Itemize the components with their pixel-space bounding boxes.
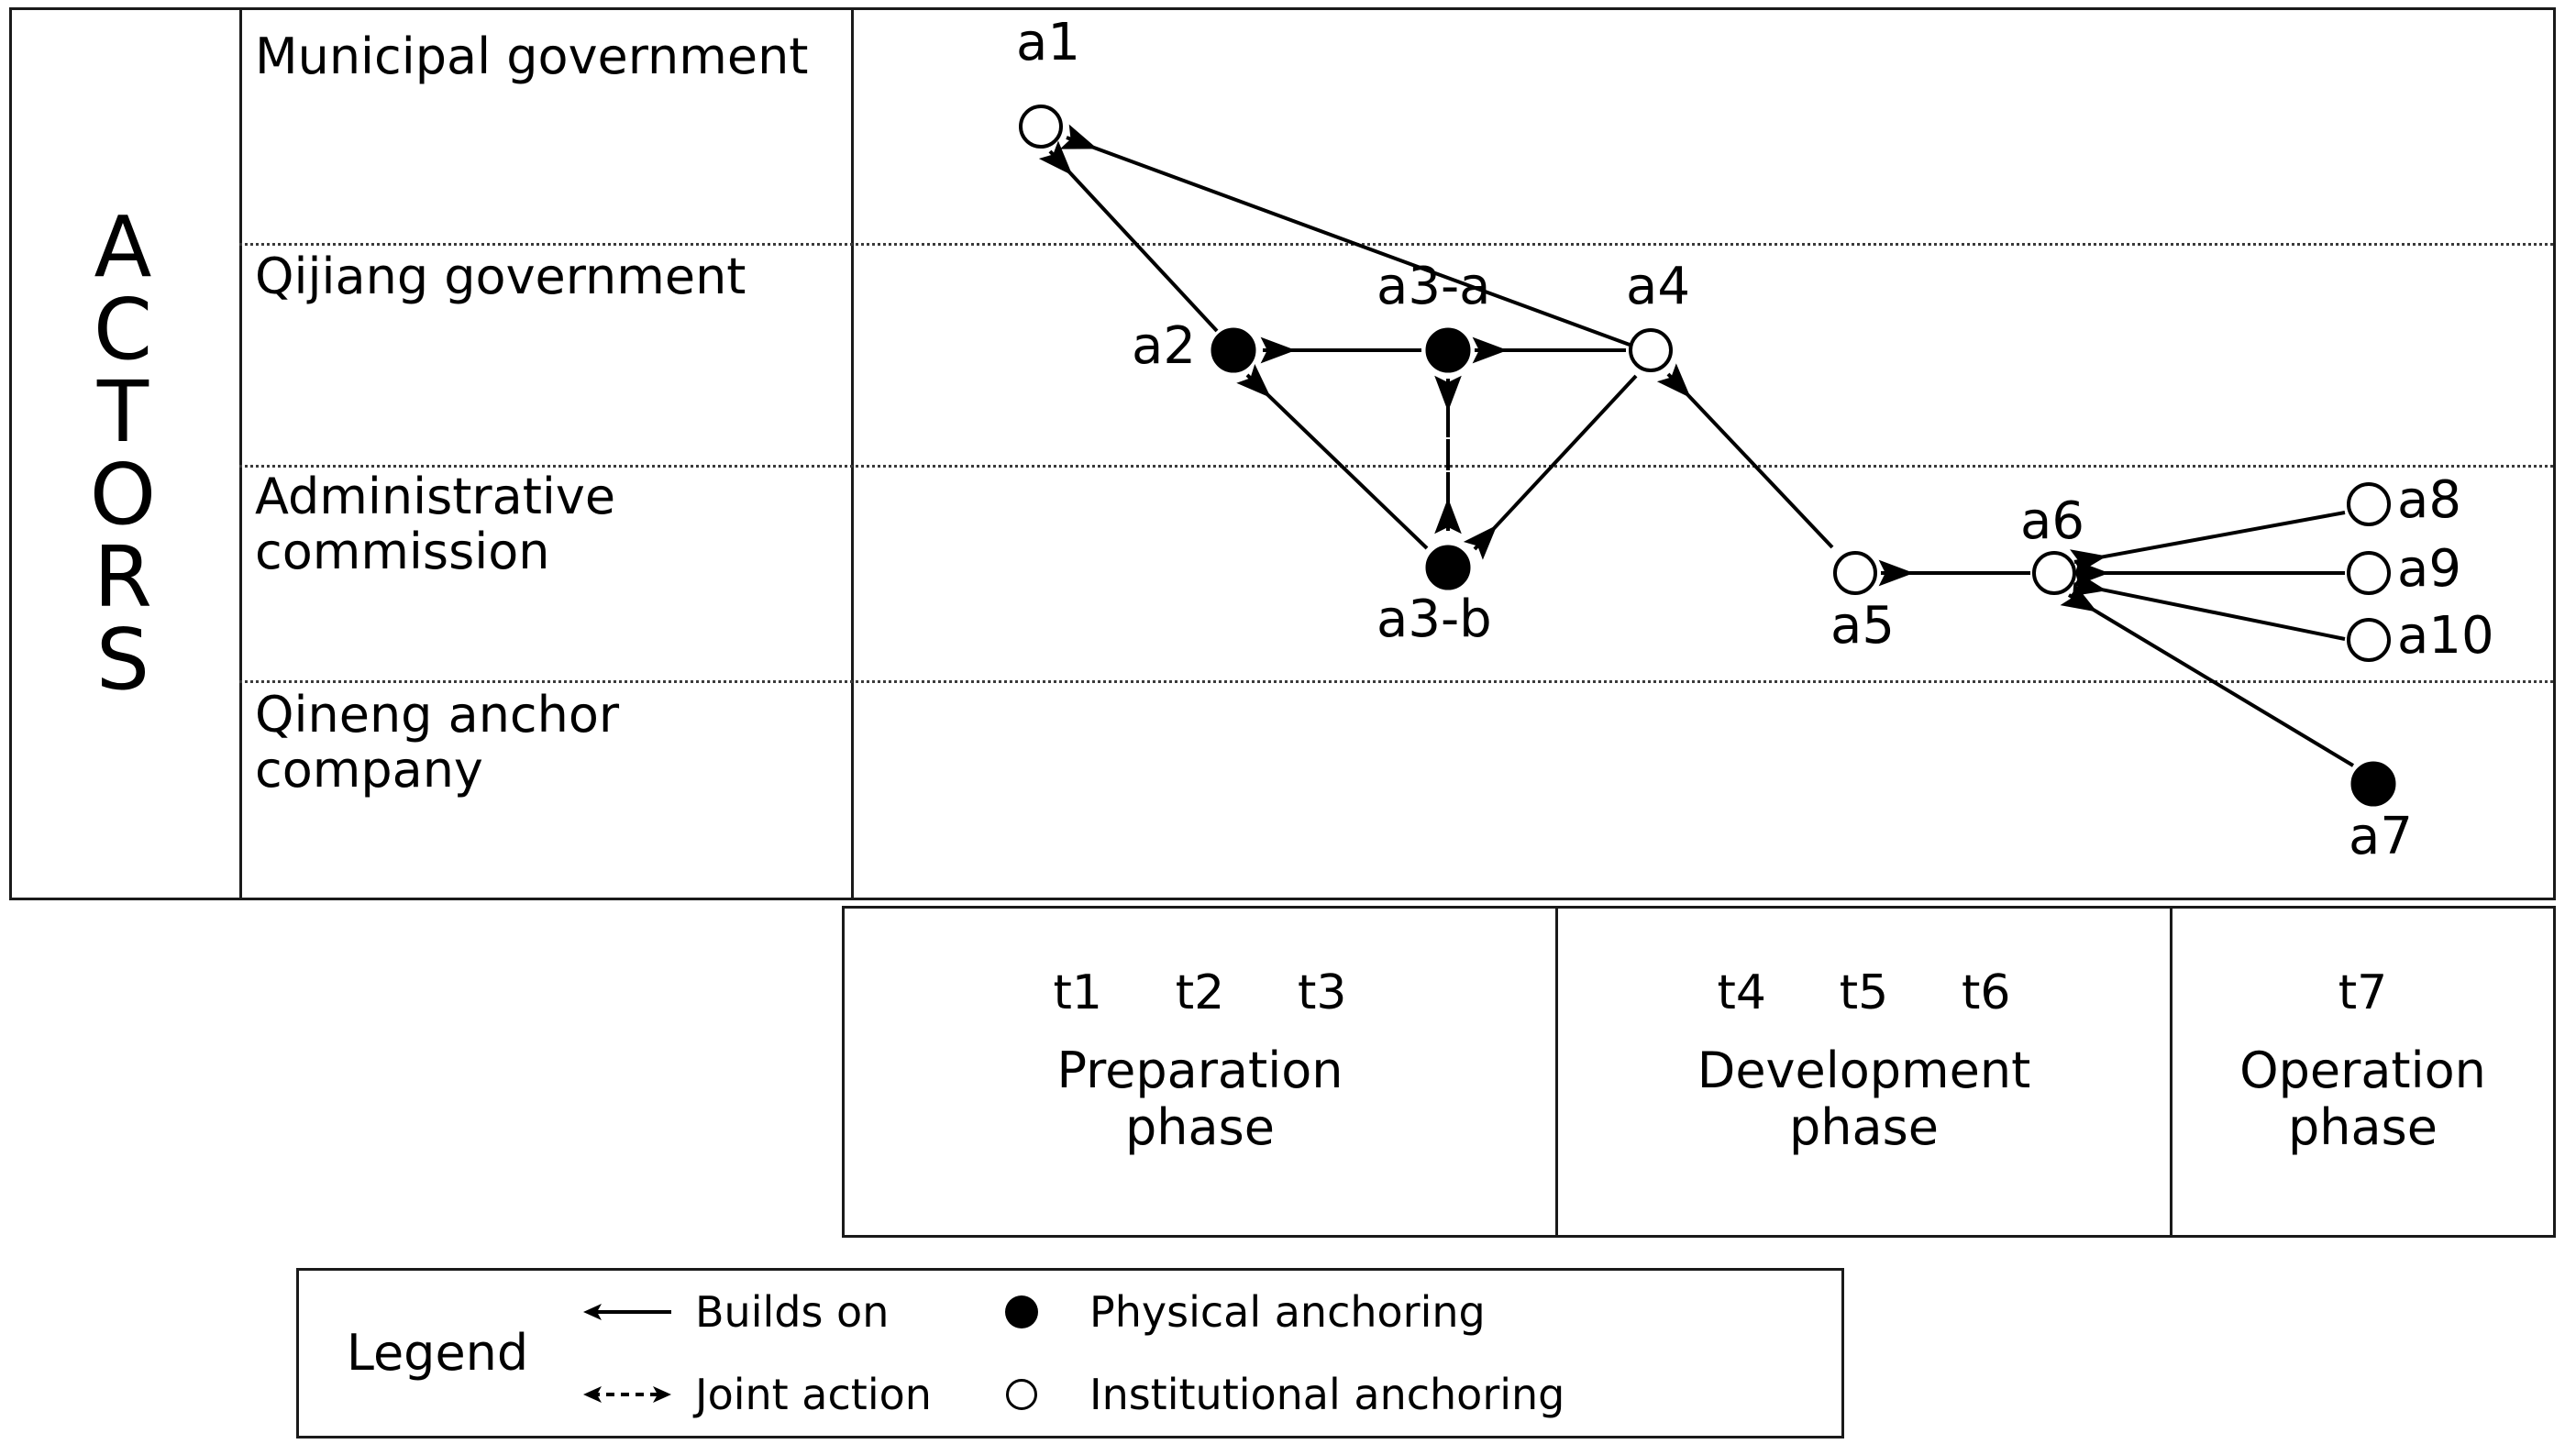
edge-a5-to-a4 [1656,363,1834,549]
node-a5[interactable] [1833,551,1877,595]
legend-item-physical-anchoring: Physical anchoring [970,1291,1841,1333]
node-a2[interactable] [1211,327,1256,373]
edge-a10-to-a6 [2069,570,2346,641]
actors-letter: T [96,362,149,461]
legend-label-institutional-anchoring: Institutional anchoring [1089,1370,1565,1419]
node-a9[interactable] [2347,551,2391,595]
legend-label-builds-on: Builds on [695,1287,890,1337]
node-label-a9: a9 [2397,539,2461,599]
node-label-a1: a1 [1016,13,1080,72]
dashed-arrow-icon [576,1384,679,1405]
legend-title: Legend [346,1324,529,1382]
actors-letter: R [94,528,152,627]
solid-arrow-icon [576,1302,679,1322]
actor-row-label-municipal-government: Municipal government [255,28,809,85]
phase-cell-operation[interactable]: t7 Operation phase [2170,909,2553,1235]
actor-row-label-administrative-commission: Administrative commission [255,468,616,581]
network-svg [1019,105,2396,807]
legend-items: Builds on Physical anchoring Joint actio… [576,1271,1841,1436]
actor-time-matrix [9,7,2556,900]
node-label-a10: a10 [2397,606,2494,666]
edge-a7-to-a6 [2060,582,2355,767]
phase-name-operation: Operation phase [2239,1042,2486,1155]
phase-name-line2: phase [1125,1097,1275,1156]
time-tick-t5: t5 [1839,965,1889,1020]
actors-letter: A [94,197,152,296]
time-tick-t4: t4 [1717,965,1766,1020]
legend-item-builds-on: Builds on [576,1291,970,1333]
legend-box: Legend Builds on Physical anchoring [296,1268,1844,1438]
edge-a2-to-a1 [1038,140,1219,333]
edge-a4-to-a1 [1059,124,1631,347]
phase-name-development: Development phase [1697,1042,2031,1155]
actors-letter: S [95,611,150,710]
actor-row-label-qijiang-government: Qijiang government [255,248,746,305]
node-label-a3-b: a3-b [1376,590,1492,649]
node-label-a8: a8 [2397,470,2461,530]
matrix-vertical-divider-1 [239,10,242,898]
actors-letter: C [93,280,153,379]
node-label-a2: a2 [1132,316,1196,376]
time-tick-t7: t7 [2338,965,2388,1020]
node-a3-b[interactable] [1425,545,1471,590]
node-a6[interactable] [2032,551,2076,595]
time-tick-t6: t6 [1962,965,2011,1020]
phase-cell-development[interactable]: t4 t5 t6 Development phase [1555,909,2170,1235]
time-tick-t1: t1 [1053,965,1102,1020]
phase-name-line1: Operation [2239,1042,2486,1099]
legend-label-joint-action: Joint action [695,1370,932,1419]
phase-ticks-preparation: t1 t2 t3 [1054,969,1347,1017]
node-label-a6: a6 [2020,491,2084,551]
edge-a4-to-a3b [1463,374,1638,560]
node-a3-a[interactable] [1425,327,1471,373]
actors-letter: O [89,446,157,544]
actor-row-label-qineng-anchor-company: Qineng anchor company [255,686,620,799]
filled-circle-icon [970,1295,1073,1328]
edge-a8-to-a6 [2070,511,2346,576]
node-label-a5: a5 [1830,596,1895,656]
legend-label-physical-anchoring: Physical anchoring [1089,1287,1486,1337]
node-label-a4: a4 [1626,257,1690,316]
phase-ticks-development: t4 t5 t6 [1718,969,2011,1017]
open-circle-icon [970,1379,1073,1410]
phase-name-line1: Preparation [1056,1042,1343,1099]
phase-name-line2: phase [2288,1097,2438,1156]
node-label-a7: a7 [2349,807,2413,866]
timeline-phases: t1 t2 t3 Preparation phase t4 t5 t6 Deve… [842,906,2556,1238]
node-a8[interactable] [2347,482,2391,526]
node-a10[interactable] [2347,618,2391,662]
anchoring-network-plot: a1 a2 a3-a a3-b a4 a5 a6 a7 a8 a9 a10 [842,10,2553,898]
actor-row-divider-1 [239,243,2553,246]
time-tick-t3: t3 [1298,965,1347,1020]
phase-name-preparation: Preparation phase [1057,1042,1343,1155]
node-a7[interactable] [2350,761,2396,807]
node-label-a3-a: a3-a [1376,257,1491,316]
legend-item-joint-action: Joint action [576,1373,970,1416]
phase-name-line2: phase [1789,1097,1939,1156]
node-a4[interactable] [1629,328,1673,372]
phase-cell-preparation[interactable]: t1 t2 t3 Preparation phase [845,909,1555,1235]
matrix-vertical-divider-2 [851,10,854,898]
edge-a3b-to-a2 [1236,363,1429,550]
actor-row-divider-2 [239,465,2553,468]
node-a1[interactable] [1019,105,1063,149]
actors-axis-title: A C T O R S [9,7,237,900]
legend-item-institutional-anchoring: Institutional anchoring [970,1373,1841,1416]
time-tick-t2: t2 [1175,965,1225,1020]
actor-row-divider-3 [239,680,2553,683]
phase-name-line1: Development [1697,1042,2031,1099]
